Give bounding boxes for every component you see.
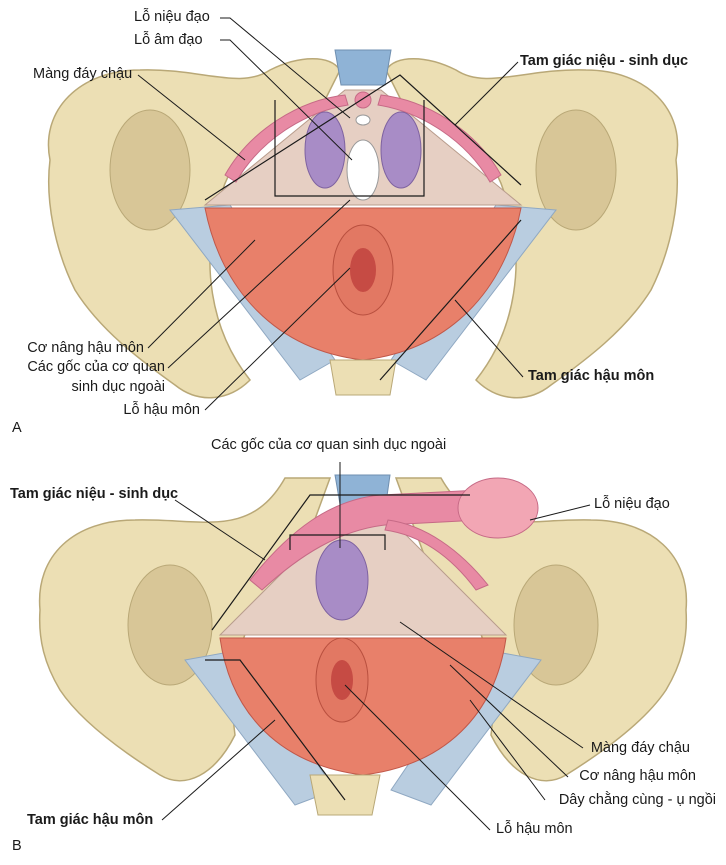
panel-b-illustration: [38, 462, 688, 831]
b-roots-bracket: [289, 534, 386, 550]
a-right-bulb: [380, 111, 422, 189]
panel-a-illustration: [47, 17, 679, 411]
b-coccyx: [309, 774, 381, 816]
b-right-crus: [384, 519, 489, 591]
b-urogenital-triangle-outline: [211, 494, 470, 631]
a-label-roots-line1: Các gốc của cơ quan: [27, 359, 165, 375]
b-left-obturator: [127, 564, 213, 686]
a-urethral-opening: [355, 114, 371, 126]
b-leader-levator: [449, 664, 569, 778]
b-label-roots: Các gốc của cơ quan sinh dục ngoài: [211, 437, 447, 453]
b-bulb: [315, 539, 369, 621]
b-leader-anal-triangle: [161, 719, 276, 821]
b-label-sacrococcygeal-ligament: Dây chằng cùng - ụ ngồi: [558, 792, 716, 808]
a-label-urogenital-triangle: Tam giác niệu - sinh dục: [520, 53, 689, 69]
a-leader-anal-triangle: [454, 299, 524, 378]
a-left-obturator: [109, 109, 191, 231]
a-leader-urethral: [220, 17, 351, 119]
b-label-levator-ani: Cơ nâng hậu môn: [579, 768, 696, 784]
a-vaginal-opening: [346, 139, 380, 201]
a-coccyx: [329, 359, 397, 396]
b-leader-urethral: [529, 504, 591, 521]
a-label-anal-opening: Lỗ hậu môn: [123, 402, 200, 418]
a-pubic-symphysis: [334, 49, 392, 86]
a-leader-roots: [167, 199, 351, 369]
b-leader-membrane: [399, 621, 584, 749]
a-anal-triangle-outline: [379, 219, 522, 381]
b-label-anal-opening: Lỗ hậu môn: [496, 821, 573, 837]
a-urogenital-triangle-outline: [204, 74, 522, 201]
b-label-urethral-opening: Lỗ niệu đạo: [594, 496, 670, 512]
a-label-anal-triangle: Tam giác hậu môn: [528, 368, 655, 384]
b-label-urogenital-triangle: Tam giác niệu - sinh dục: [10, 486, 179, 502]
a-left-bulb: [304, 111, 346, 189]
a-leader-membrane: [137, 74, 246, 161]
b-panel-letter: B: [12, 838, 22, 854]
a-leader-lines: [137, 17, 524, 411]
a-leader-anal-opening: [204, 267, 351, 411]
a-label-vaginal-opening: Lỗ âm đạo: [134, 32, 203, 48]
a-right-obturator: [535, 109, 617, 231]
a-left-ischio: [224, 94, 349, 183]
b-label-anal-triangle: Tam giác hậu môn: [27, 812, 154, 828]
a-label-roots-line2: sinh dục ngoài: [71, 379, 165, 395]
a-label-urethral-opening: Lỗ niệu đạo: [134, 9, 210, 25]
b-right-ligament: [390, 649, 542, 806]
b-anal-triangle-outline: [205, 659, 346, 801]
b-glans: [457, 477, 539, 539]
b-leader-ligament: [469, 699, 546, 801]
b-label-perineal-membrane: Màng đáy chậu: [590, 740, 690, 756]
b-right-obturator: [513, 564, 599, 686]
b-leader-lines: [161, 462, 591, 831]
a-label-perineal-membrane: Màng đáy chậu: [33, 66, 133, 82]
a-label-levator-ani: Cơ nâng hậu môn: [27, 340, 144, 356]
a-roots-box: [274, 100, 425, 197]
a-right-ischio: [377, 94, 502, 183]
a-anus: [350, 248, 376, 292]
a-leader-urogenital: [454, 61, 519, 126]
a-clitoris: [354, 91, 372, 109]
a-panel-letter: A: [12, 420, 22, 436]
a-leader-levator: [147, 239, 256, 349]
b-leader-urogenital: [174, 499, 266, 561]
a-leader-vaginal: [220, 39, 353, 161]
b-anus: [331, 660, 353, 700]
b-leader-anal-opening: [344, 684, 491, 831]
